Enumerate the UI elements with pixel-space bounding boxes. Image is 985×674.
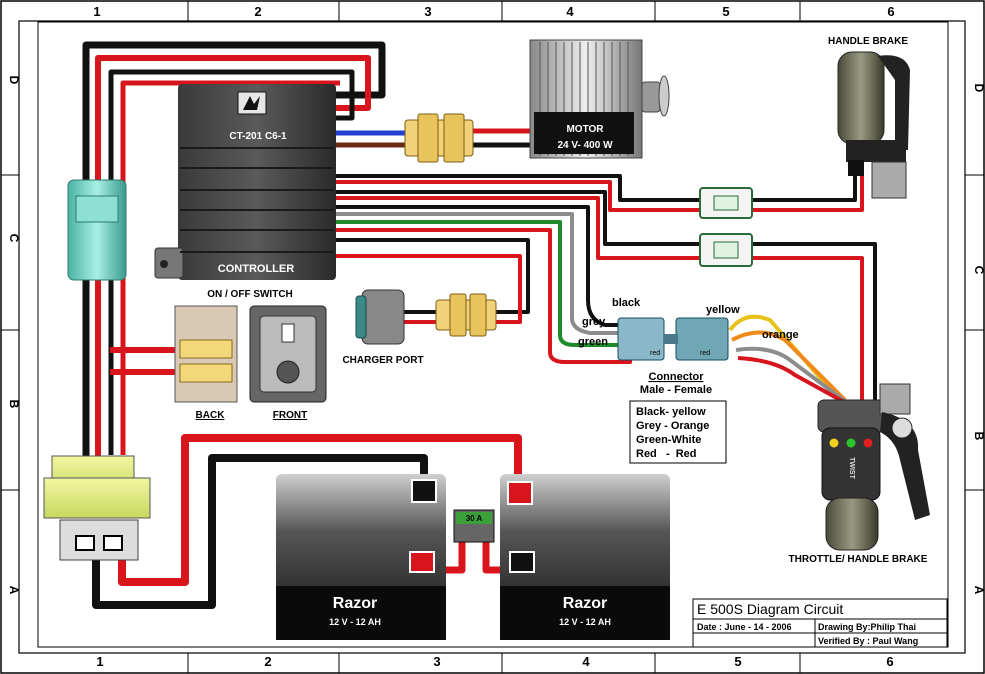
teal-connector	[67, 179, 127, 281]
twist-label: TWIST	[848, 457, 855, 479]
wire-label-green: green	[578, 336, 608, 348]
wire-label-orange: orange	[762, 329, 799, 341]
zone-top-6: 6	[887, 4, 894, 19]
legend-row-2: Grey - Orange	[636, 420, 709, 432]
zone-top-2: 2	[254, 4, 261, 19]
zone-top-4: 4	[566, 4, 574, 19]
zone-right-a: A	[972, 586, 985, 595]
legend-row-3: Green-White	[636, 434, 701, 446]
title-block: E 500S Diagram Circuit Date : June - 14 …	[692, 598, 948, 648]
charger-port: CHARGER PORT	[342, 289, 497, 366]
zone-top-5: 5	[722, 4, 729, 19]
on-off-switch: ON / OFF SWITCH BACK FRONT	[174, 289, 327, 421]
wire-label-red-left: red	[650, 350, 660, 357]
battery-left: Razor 12 V - 12 AH	[276, 474, 446, 640]
battery-left-spec: 12 V - 12 AH	[329, 617, 381, 627]
connector-legend: Black- yellow Grey - Orange Green-White …	[629, 400, 727, 464]
handle-brake: HANDLE BRAKE	[828, 36, 910, 199]
handle-brake-label: HANDLE BRAKE	[828, 36, 908, 47]
fuse: 30 A	[453, 509, 495, 543]
zone-bottom-5: 5	[734, 654, 741, 669]
zone-bottom-6: 6	[886, 654, 893, 669]
battery-right-spec: 12 V - 12 AH	[559, 617, 611, 627]
fuse-label: 30 A	[466, 514, 483, 523]
brake-connector-middle	[699, 233, 753, 267]
zone-right-b: B	[972, 432, 985, 441]
brake-connector-top	[699, 187, 753, 219]
zone-left-a: A	[7, 586, 21, 595]
motor-label: MOTOR	[566, 124, 604, 135]
wire-label-grey: grey	[582, 316, 606, 328]
switch-back-label: BACK	[196, 410, 226, 421]
zone-left-b: B	[7, 400, 21, 409]
title-block-date: Date : June - 14 - 2006	[697, 622, 792, 632]
throttle-handle-brake: TWIST THROTTLE/ HANDLE BRAKE	[789, 383, 930, 565]
controller: CT-201 C6-1 CONTROLLER	[154, 84, 336, 280]
battery-right: Razor 12 V - 12 AH	[500, 474, 670, 640]
title-block-drawing: Drawing By:Philip Thai	[818, 622, 916, 632]
zone-left-c: C	[7, 234, 21, 243]
controller-model: CT-201 C6-1	[229, 131, 287, 142]
title-block-title: E 500S Diagram Circuit	[697, 601, 843, 617]
motor-spec: 24 V- 400 W	[557, 140, 613, 151]
motor-connector	[404, 113, 474, 163]
zone-top-3: 3	[424, 4, 431, 19]
power-distribution-box	[43, 455, 151, 561]
wire-label-red-right: red	[700, 350, 710, 357]
zone-top-1: 1	[93, 4, 100, 19]
throttle-connector: black grey green red yellow orange red C…	[578, 297, 799, 396]
controller-label: CONTROLLER	[218, 263, 294, 275]
zone-bottom-1: 1	[96, 654, 103, 669]
zone-bottom-4: 4	[582, 654, 590, 669]
connector-subtitle: Male - Female	[640, 384, 712, 396]
zone-left-d: D	[7, 76, 21, 85]
connector-title: Connector	[649, 371, 705, 383]
battery-left-brand: Razor	[333, 595, 377, 612]
switch-front-label: FRONT	[273, 410, 307, 421]
wire-label-yellow: yellow	[706, 304, 740, 316]
motor: MOTOR 24 V- 400 W	[529, 39, 670, 159]
zone-right-c: C	[972, 266, 985, 275]
legend-row-4: Red - Red	[636, 448, 697, 460]
zone-right-d: D	[972, 84, 985, 93]
charger-port-label: CHARGER PORT	[342, 355, 423, 366]
zone-bottom-3: 3	[433, 654, 440, 669]
wire-label-black: black	[612, 297, 641, 309]
legend-row-1: Black- yellow	[636, 406, 706, 418]
battery-right-brand: Razor	[563, 595, 607, 612]
throttle-label: THROTTLE/ HANDLE BRAKE	[789, 554, 928, 565]
zone-bottom-2: 2	[264, 654, 271, 669]
switch-title: ON / OFF SWITCH	[207, 289, 293, 300]
title-block-verified: Verified By : Paul Wang	[818, 636, 918, 646]
